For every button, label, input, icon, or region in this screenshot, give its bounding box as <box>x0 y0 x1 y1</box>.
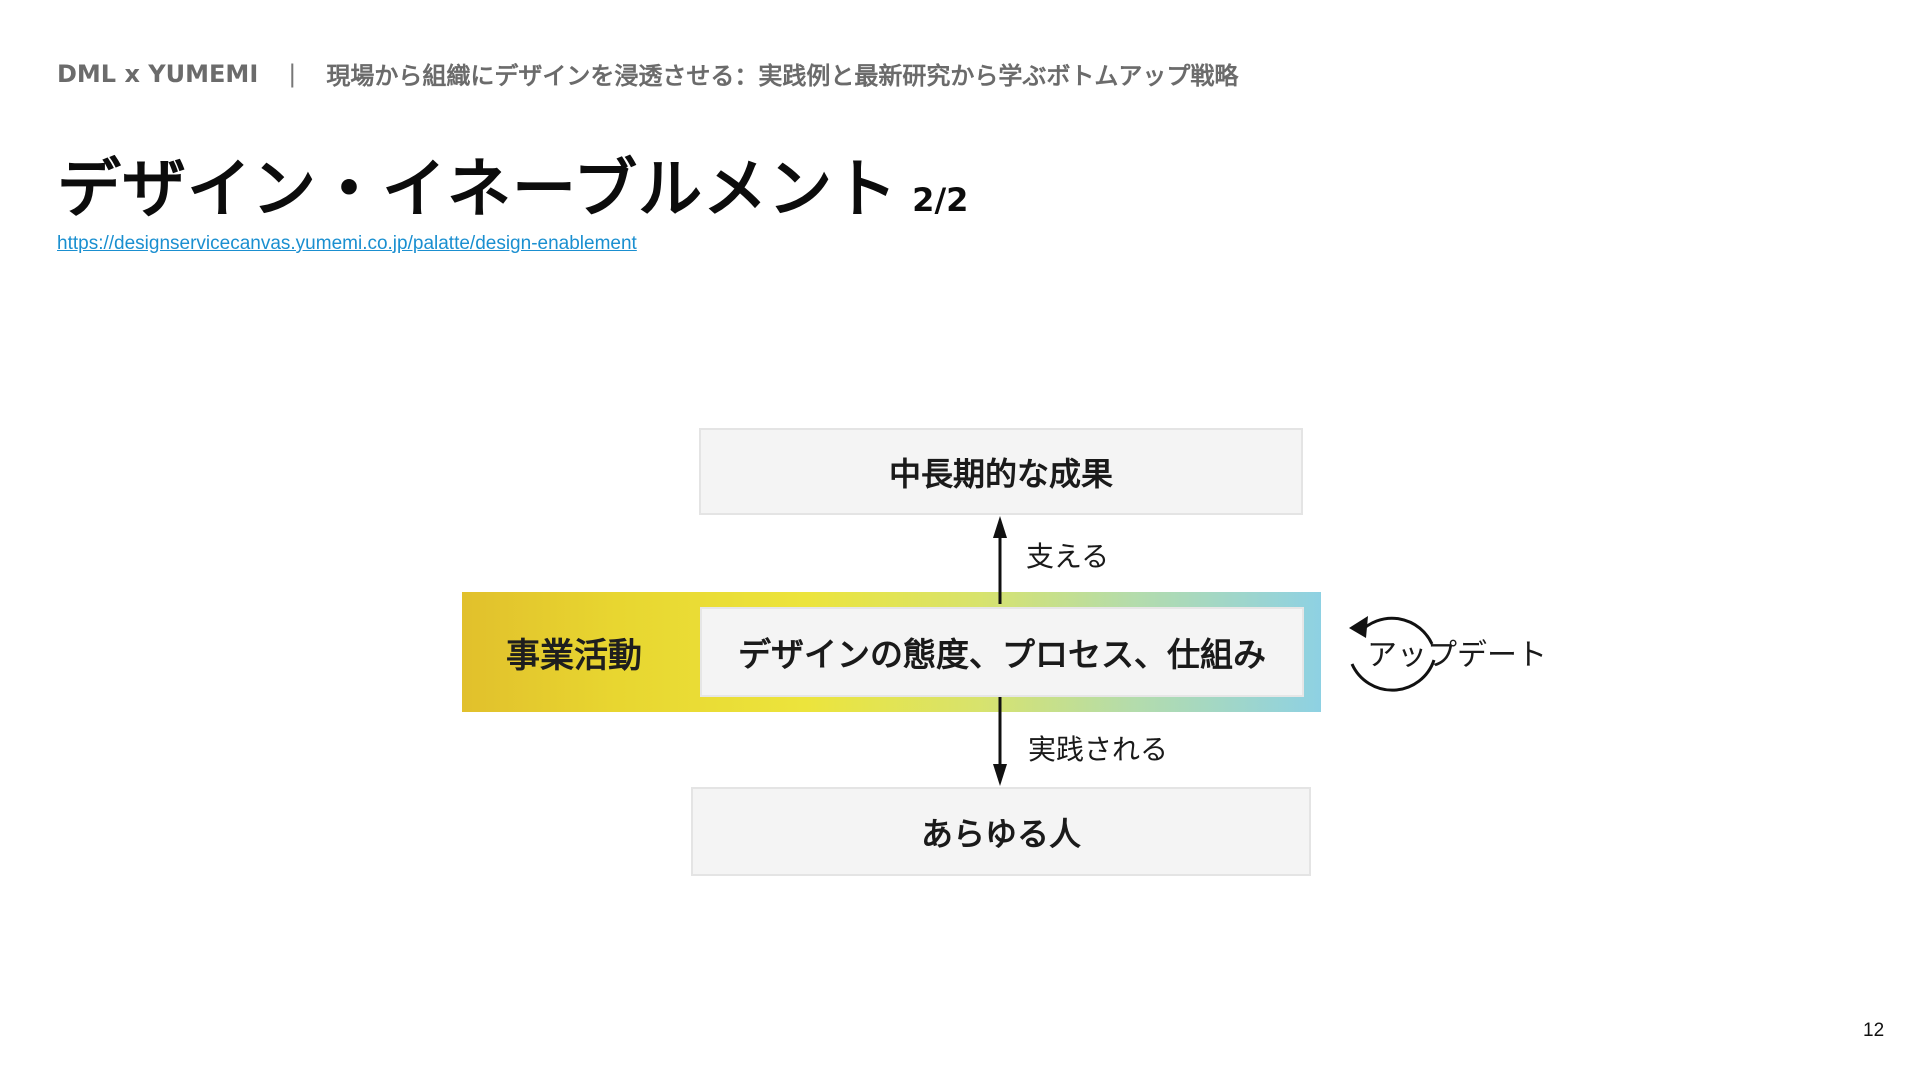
design-attitude-box: デザインの態度、プロセス、仕組み <box>700 607 1304 697</box>
business-activity-label: 事業活動 <box>506 635 642 676</box>
update-label: アップデート <box>1367 638 1547 673</box>
page-number: 12 <box>1863 1020 1885 1041</box>
everyone-box: あらゆる人 <box>691 787 1311 876</box>
practice-label: 実践される <box>1028 733 1169 766</box>
header: DML x YUMEMI | 現場から組織にデザインを浸透させる：実践例と最新研… <box>57 56 1238 91</box>
outcome-box: 中長期的な成果 <box>699 428 1303 515</box>
title-page-indicator: 2/2 <box>912 181 969 219</box>
support-arrow <box>993 516 1007 604</box>
header-org: DML x YUMEMI <box>57 59 259 88</box>
title-main: デザイン・イネーブルメント <box>57 153 899 227</box>
support-label: 支える <box>1026 540 1110 573</box>
source-link[interactable]: https://designservicecanvas.yumemi.co.jp… <box>57 233 637 254</box>
page-title: デザイン・イネーブルメント 2/2 <box>57 138 968 230</box>
header-separator: | <box>288 59 297 88</box>
header-subtitle: 現場から組織にデザインを浸透させる：実践例と最新研究から学ぶボトムアップ戦略 <box>326 62 1239 90</box>
